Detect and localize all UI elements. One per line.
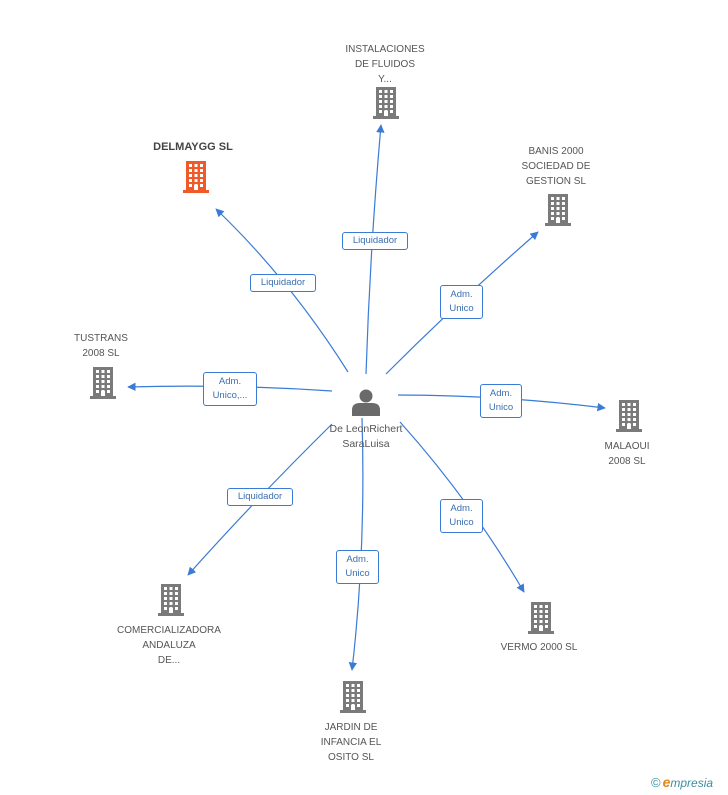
role-badge-delmaygg[interactable]: Liquidador — [250, 274, 316, 292]
person-name-line: Richert Sara — [342, 423, 403, 450]
building-icon[interactable] — [90, 367, 116, 399]
company-name-line: ANDALUZA — [142, 640, 196, 651]
role-badge-line: Liquidador — [260, 277, 306, 288]
role-badge-comercializadora[interactable]: Liquidador — [227, 488, 293, 506]
company-name-line: SOCIEDAD DE — [521, 161, 591, 172]
role-badge-jardin[interactable]: Adm. Unico — [336, 550, 379, 584]
role-badge-line: Unico — [449, 517, 474, 528]
brand-logo-initial: e — [662, 774, 671, 790]
company-name-jardin[interactable]: JARDIN DE INFANCIA EL OSITO SL — [276, 720, 426, 765]
brand-name: mpresia — [670, 776, 714, 790]
copyright-icon: © — [651, 775, 661, 790]
company-name-line: TUSTRANS — [74, 333, 128, 344]
role-badge-tustrans[interactable]: Adm. Unico,... — [203, 372, 257, 406]
company-name-line: VERMO 2000 SL — [500, 642, 578, 653]
edge-jardin — [348, 417, 364, 671]
role-badge-instalaciones[interactable]: Liquidador — [342, 232, 408, 250]
company-name-instalaciones[interactable]: INSTALACIONES DE FLUIDOS Y... — [310, 42, 460, 87]
company-name-line: DELMAYGG SL — [153, 141, 233, 153]
role-badge-line: Adm. — [450, 289, 473, 300]
role-badge-line: Liquidador — [352, 235, 398, 246]
person-icon[interactable] — [352, 389, 380, 417]
company-name-line: MALAOUI — [604, 441, 650, 452]
building-icon[interactable] — [545, 194, 571, 226]
person-name-line: De Leon — [329, 423, 370, 435]
company-name-line: INFANCIA EL — [320, 737, 382, 748]
building-icon[interactable] — [616, 400, 642, 432]
company-name-tustrans[interactable]: TUSTRANS 2008 SL — [26, 331, 176, 361]
company-name-line: DE... — [157, 655, 181, 666]
role-badge-line: Unico — [488, 402, 514, 413]
company-name-line: DE FLUIDOS — [354, 59, 415, 70]
company-name-comercializadora[interactable]: COMERCIALIZADORA ANDALUZA DE... — [94, 623, 244, 668]
role-badge-line: Unico,... — [212, 390, 248, 401]
footer-brand[interactable]: ©empresia — [651, 774, 713, 790]
company-name-line: OSITO SL — [328, 752, 374, 763]
role-badge-line: Adm. — [218, 376, 242, 387]
person-name-line: Luisa — [364, 438, 390, 450]
building-icon[interactable] — [373, 87, 399, 119]
company-name-line: BANIS 2000 — [528, 146, 584, 157]
role-badge-line: Adm. — [450, 503, 473, 514]
company-name-delmaygg[interactable]: DELMAYGG SL — [118, 140, 268, 155]
company-name-line: 2008 SL — [82, 348, 120, 359]
company-name-line: GESTION SL — [525, 176, 586, 187]
company-name-line: COMERCIALIZADORA — [117, 625, 221, 636]
company-name-line: 2008 SL — [608, 456, 646, 467]
building-icon[interactable] — [158, 584, 184, 616]
role-badge-line: Unico — [345, 568, 370, 579]
company-name-line: INSTALACIONES — [345, 44, 425, 55]
role-badge-malaoui[interactable]: Adm. Unico — [480, 384, 522, 418]
building-icon[interactable] — [528, 602, 554, 634]
role-badge-line: Unico — [449, 303, 474, 314]
company-name-vermo[interactable]: VERMO 2000 SL — [464, 640, 614, 655]
company-name-line: JARDIN DE — [324, 722, 378, 733]
role-badge-banis[interactable]: Adm. Unico — [440, 285, 483, 319]
building-icon[interactable] — [340, 681, 366, 713]
role-badge-line: Liquidador — [237, 491, 283, 502]
person-name[interactable]: De LeonRichert SaraLuisa — [306, 422, 426, 452]
role-badge-vermo[interactable]: Adm. Unico — [440, 499, 483, 533]
company-name-malaoui[interactable]: MALAOUI 2008 SL — [552, 439, 702, 469]
role-badge-line: Adm. — [346, 554, 369, 565]
company-name-line: Y... — [378, 74, 392, 85]
role-badge-line: Adm. — [489, 388, 513, 399]
building-icon[interactable] — [183, 161, 209, 193]
